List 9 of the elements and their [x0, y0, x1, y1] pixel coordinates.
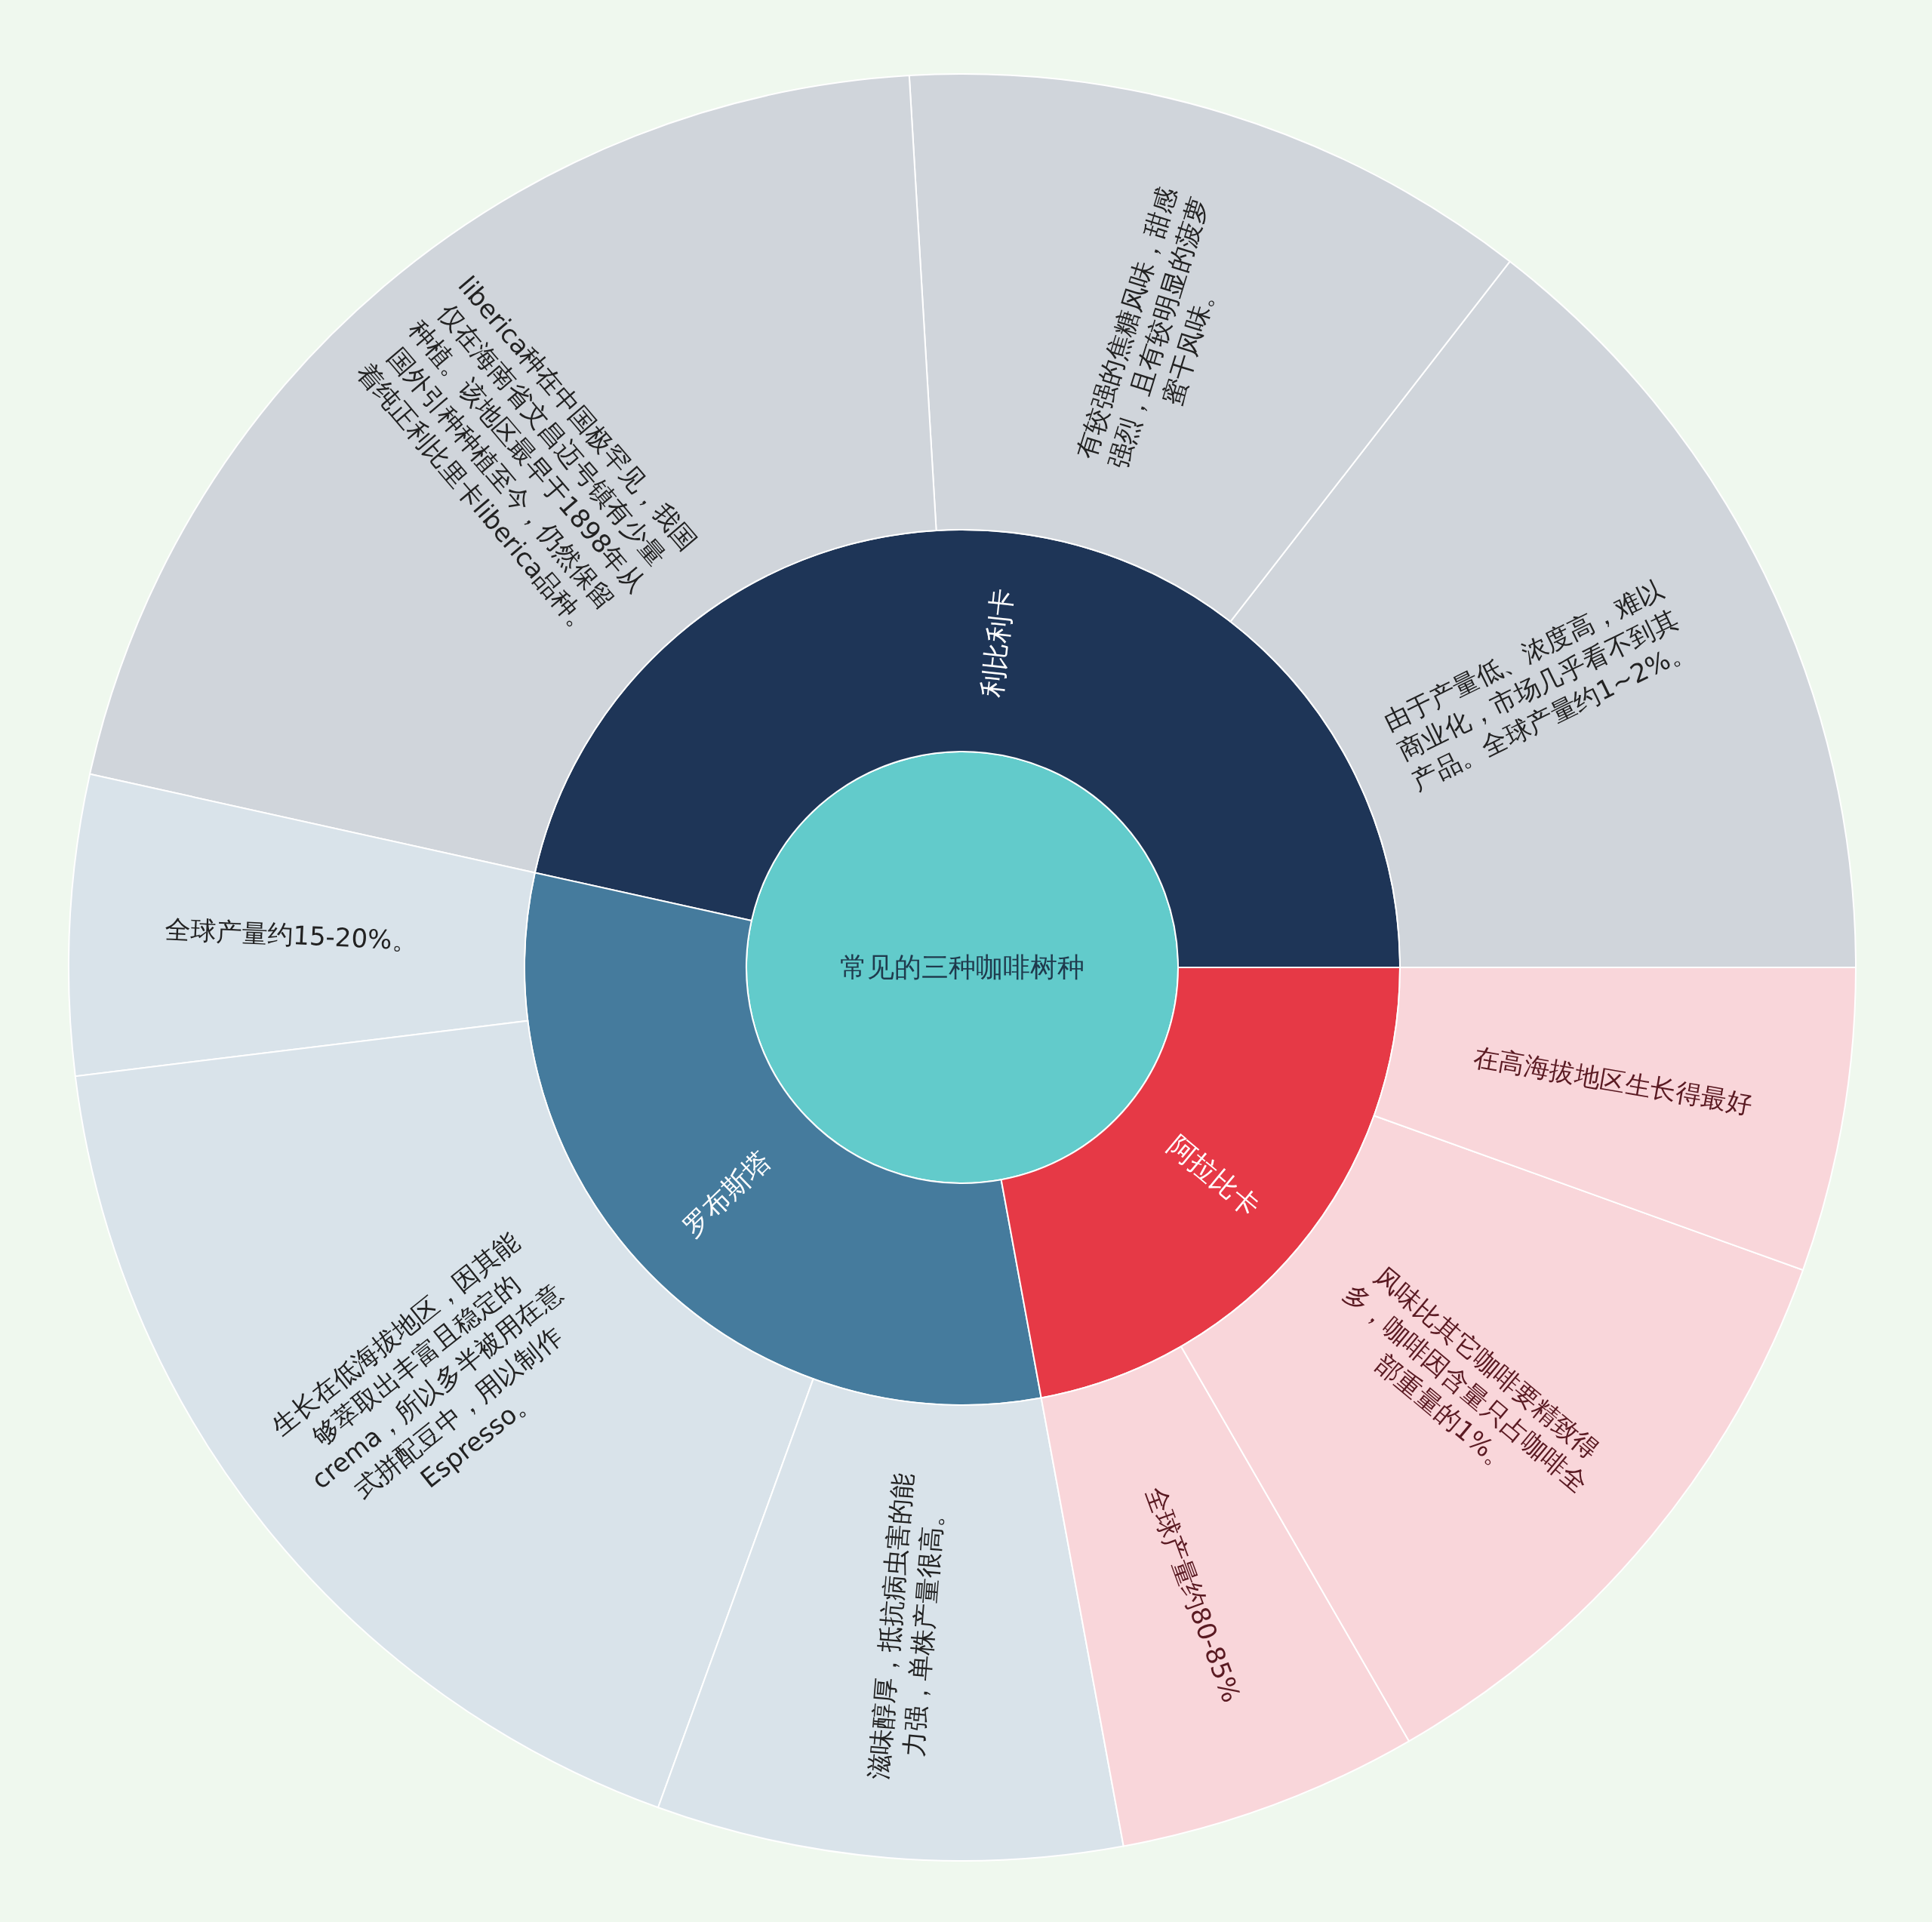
segment-label: 风味比其它咖啡要精致得多，咖啡因含量只占咖啡全部重量的1%。 — [1337, 1259, 1607, 1501]
segment-label: 滋味醇厚，抵抗病虫害的能力强，单株产量很高。 — [862, 1471, 951, 1783]
segment-label: 有较强的焦糖风味，甜感强烈，且有较明显的菠萝蜜干风味。 — [1069, 183, 1225, 474]
segment-label: 全球产量约15-20%。 — [164, 913, 419, 958]
center-label: 常见的三种咖啡树种 — [840, 950, 1084, 984]
segment-label: 罗布斯塔 — [675, 1144, 777, 1244]
segment-label: 在高海拔地区生长得最好 — [1470, 1041, 1755, 1122]
segment-label: 阿拉比卡 — [1161, 1128, 1266, 1225]
segment-label: 利比利卡 — [975, 586, 1020, 699]
